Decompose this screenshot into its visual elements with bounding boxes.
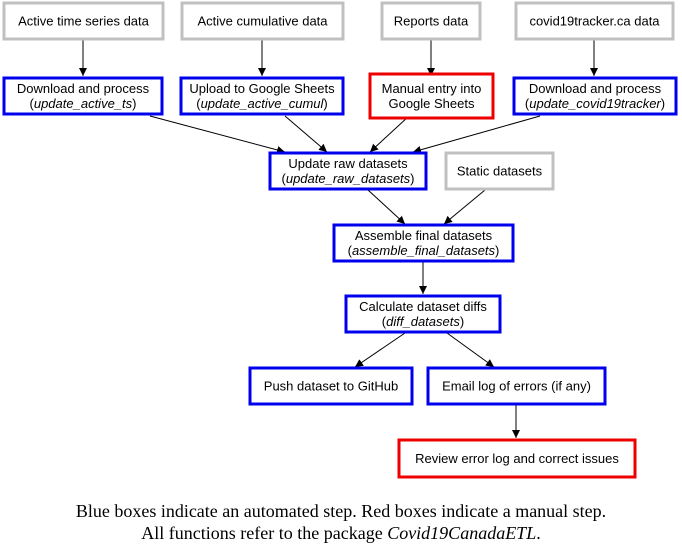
node-active-cumul-data: Active cumulative data [180,1,345,41]
edge-static-to-assemble [443,189,486,225]
caption-line-1: Blue boxes indicate an automated step. R… [75,501,607,521]
node-func-line: (diff_datasets) [382,314,464,329]
node-review-error-log: Review error log and correct issues [397,438,637,479]
node-label: Download and process [17,81,150,96]
node-label: Static datasets [457,164,543,179]
node-label: covid19tracker.ca data [529,14,660,29]
caption-package-name: Covid19CanadaETL [387,523,537,543]
node-func-line: (update_raw_datasets) [282,171,415,186]
node-func-line: (assemble_final_datasets) [348,243,500,258]
node-label: Push dataset to GitHub [264,379,398,394]
node-label: Active cumulative data [197,14,328,29]
edge-diffs-to-email [446,332,495,368]
edge-download-covid-to-update-raw [412,115,541,154]
node-reports-data: Reports data [380,1,482,41]
edge-upload-sheets-to-update-raw [284,115,328,153]
node-label: Manual entry into [382,81,482,96]
node-label: Assemble final datasets [355,228,493,243]
node-func-line: (update_active_cumul) [196,96,328,111]
edges [79,40,598,438]
node-download-active-ts: Download and process (update_active_ts) [2,76,164,116]
node-func: diff_datasets [386,314,460,329]
node-func: assemble_final_datasets [352,243,496,258]
node-func-line: (update_active_ts) [30,96,137,111]
node-email-log-errors: Email log of errors (if any) [426,366,607,406]
node-active-ts-data: Active time series data [2,1,165,41]
node-label: Calculate dataset diffs [359,299,487,314]
edge-update-raw-to-assemble [367,189,406,225]
caption-suffix: . [536,523,541,543]
node-download-covid19tracker: Download and process (update_covid19trac… [512,76,678,116]
edge-diffs-to-push [354,332,406,368]
node-label: Upload to Google Sheets [189,81,335,96]
node-covid19tracker-data: covid19tracker.ca data [514,1,675,41]
node-func: update_active_ts [34,96,133,111]
node-func: update_raw_datasets [286,171,411,186]
node-upload-google-sheets: Upload to Google Sheets (update_active_c… [179,76,345,116]
node-func-line: (update_covid19tracker) [525,96,665,111]
diagram-caption: Blue boxes indicate an automated step. R… [0,500,682,544]
caption-line-2: All functions refer to the package Covid… [0,522,682,544]
node-label: Email log of errors (if any) [442,379,591,394]
node-func: update_covid19tracker [529,96,661,111]
node-label: Active time series data [18,14,150,29]
node-push-dataset-github: Push dataset to GitHub [248,366,414,406]
node-assemble-final-datasets: Assemble final datasets (assemble_final_… [332,223,515,263]
etl-workflow-diagram: Active time series data Active cumulativ… [2,1,678,479]
node-label: Review error log and correct issues [415,451,619,466]
node-calculate-dataset-diffs: Calculate dataset diffs (diff_datasets) [344,294,502,334]
node-update-raw-datasets: Update raw datasets (update_raw_datasets… [268,151,428,191]
node-label: Download and process [529,81,662,96]
node-label: Update raw datasets [288,156,408,171]
node-label: Reports data [394,14,469,29]
caption-prefix: All functions refer to the package [141,523,388,543]
node-label-line2: Google Sheets [388,96,475,111]
node-manual-entry: Manual entry into Google Sheets [368,72,495,120]
edge-manual-entry-to-update-raw [369,115,410,153]
edge-download-ts-to-update-raw [149,115,286,154]
node-func: update_active_cumul [201,96,325,111]
node-static-datasets: Static datasets [444,151,555,191]
